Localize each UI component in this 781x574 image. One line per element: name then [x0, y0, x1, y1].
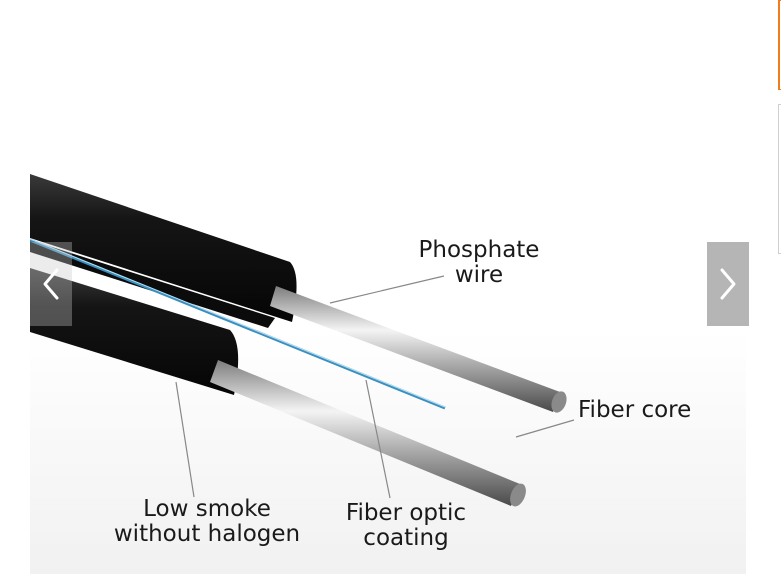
label-phosphate-line2: wire [408, 263, 550, 288]
label-phosphate-line1: Phosphate [408, 238, 550, 263]
thumbnail-strip [776, 0, 781, 574]
label-smoke-line1: Low smoke [104, 497, 310, 522]
next-image-button[interactable] [707, 242, 749, 326]
label-fiber-core-text: Fiber core [578, 398, 691, 423]
chevron-right-icon [718, 266, 738, 302]
label-coating-line2: coating [336, 526, 476, 551]
label-fiber-core: Fiber core [578, 398, 691, 423]
product-image-fiber-cable [30, 0, 746, 574]
label-smoke-line2: without halogen [104, 522, 310, 547]
label-phosphate-wire: Phosphate wire [408, 238, 550, 288]
previous-image-button[interactable] [30, 242, 72, 326]
chevron-left-icon [41, 266, 61, 302]
label-fiber-coating: Fiber optic coating [336, 501, 476, 551]
fiber-cable-illustration [30, 0, 746, 574]
label-low-smoke: Low smoke without halogen [104, 497, 310, 547]
label-coating-line1: Fiber optic [336, 501, 476, 526]
